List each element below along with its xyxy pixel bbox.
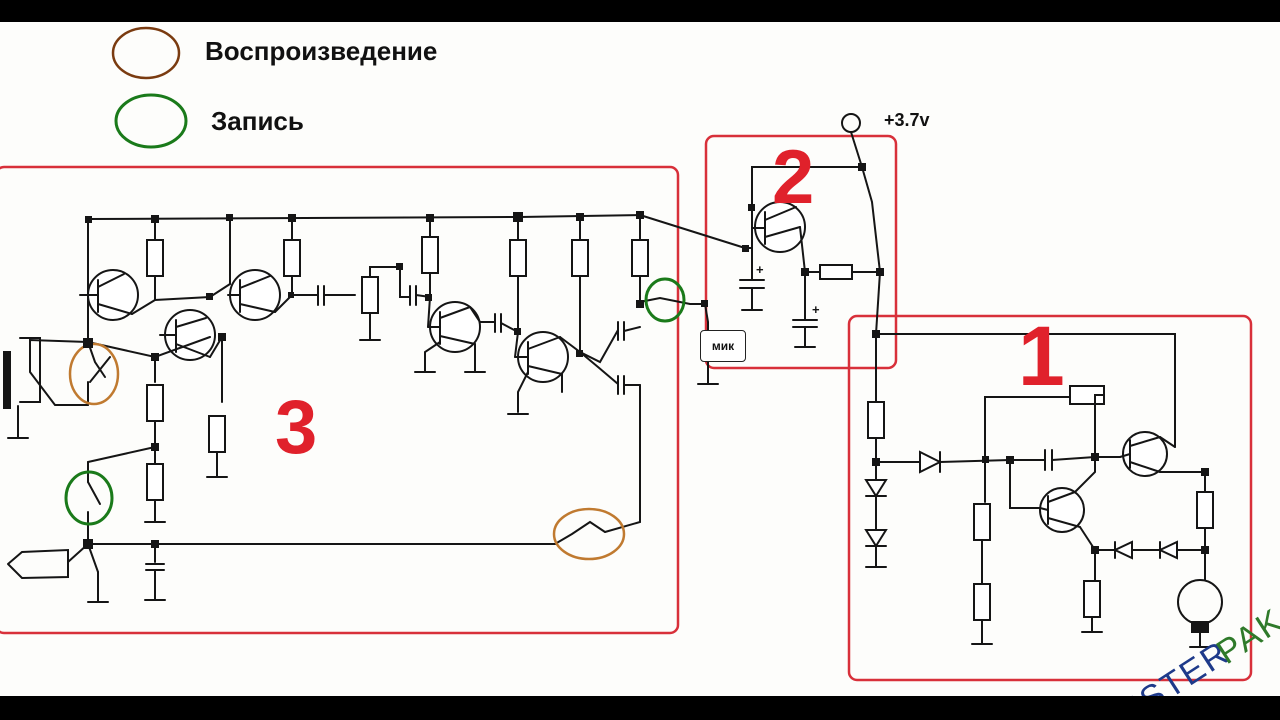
block-number-2: 2 (772, 135, 815, 220)
record-switch-1 (64, 470, 114, 526)
svg-text:+: + (812, 302, 820, 317)
block-3-frame (0, 165, 680, 635)
microphone-label: мик (700, 330, 746, 362)
playback-switch-1 (68, 342, 120, 406)
legend-record-label: Запись (211, 106, 304, 136)
legend-playback-label: Воспроизведение (205, 36, 438, 66)
block-1-frame (847, 314, 1253, 682)
schematic-drawing: ++ (0, 26, 1253, 682)
legend-record-circle (114, 93, 188, 149)
block-number-1: 1 (1018, 309, 1065, 403)
playback-switch-2 (552, 507, 626, 561)
legend-playback-circle (111, 26, 181, 80)
block-number-3: 3 (275, 385, 318, 470)
schematic-canvas: ++ Воспроизведение Запись +3.7v мик 3 2 … (0, 22, 1280, 696)
block-2-frame (704, 134, 898, 370)
supply-voltage-label: +3.7v (884, 110, 930, 130)
svg-text:+: + (756, 262, 764, 277)
record-switch-2 (644, 277, 686, 323)
